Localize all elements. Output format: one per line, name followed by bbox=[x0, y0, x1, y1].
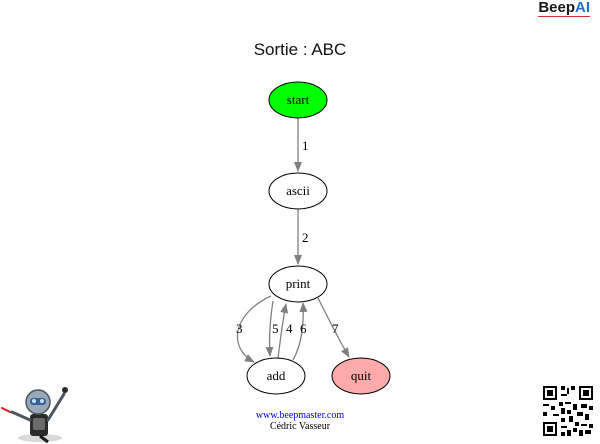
edge-add-to-print-4 bbox=[277, 303, 289, 359]
brand-logo-part1: Beep bbox=[538, 0, 575, 16]
edge-print-to-add-5 bbox=[265, 300, 274, 357]
node-start-label: start bbox=[287, 92, 310, 107]
footer: www.beepmaster.com Cédric Vasseur bbox=[0, 410, 600, 432]
qr-code-icon bbox=[543, 386, 593, 436]
edge-label-4: 4 bbox=[286, 321, 293, 336]
node-quit-label: quit bbox=[351, 368, 372, 383]
node-print: print bbox=[268, 265, 328, 303]
footer-author: Cédric Vasseur bbox=[269, 421, 331, 432]
node-add-label: add bbox=[267, 368, 286, 383]
edge-label-3: 3 bbox=[236, 321, 243, 336]
page-title: Sortie : ABC bbox=[253, 40, 347, 59]
brand-logo-part2: AI bbox=[575, 0, 590, 16]
node-ascii-label: ascii bbox=[286, 183, 310, 198]
edge-label-7: 7 bbox=[332, 321, 339, 336]
node-start-shape bbox=[268, 81, 328, 119]
node-ascii-shape bbox=[268, 172, 328, 210]
edge-label-2: 2 bbox=[302, 230, 309, 245]
node-print-shape bbox=[268, 265, 328, 303]
edge-add-to-print-6 bbox=[292, 302, 308, 361]
brand-logo: BeepAI bbox=[538, 0, 590, 17]
node-quit: quit bbox=[331, 357, 391, 395]
node-add: add bbox=[246, 357, 306, 395]
edge-label-6: 6 bbox=[300, 321, 307, 336]
node-add-shape bbox=[246, 357, 306, 395]
node-ascii: ascii bbox=[268, 172, 328, 210]
node-start: start bbox=[268, 81, 328, 119]
edge-label-5: 5 bbox=[272, 321, 279, 336]
node-print-label: print bbox=[286, 276, 311, 291]
robot-mascot-icon bbox=[1, 387, 68, 444]
edge-print-to-add-3 bbox=[236, 295, 272, 363]
node-quit-shape bbox=[331, 357, 391, 395]
footer-url[interactable]: www.beepmaster.com bbox=[255, 410, 345, 421]
edge-label-1: 1 bbox=[302, 138, 309, 153]
edge-print-to-quit-7 bbox=[317, 297, 350, 358]
